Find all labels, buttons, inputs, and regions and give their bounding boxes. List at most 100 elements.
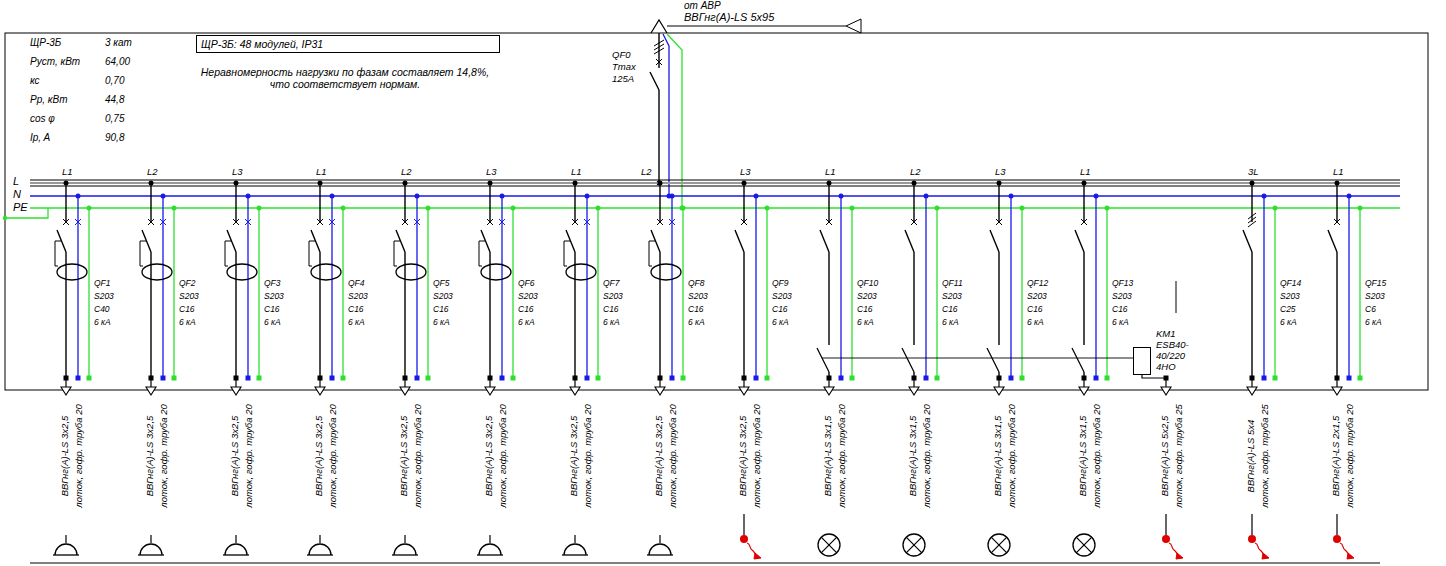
main-phase-wire bbox=[658, 90, 659, 183]
cable-type: ВВГнг(А)-LS 3х1,5 bbox=[908, 416, 919, 497]
rcd-trip-link bbox=[55, 241, 61, 266]
pole-mark bbox=[572, 219, 578, 225]
rcd-ring bbox=[396, 264, 426, 280]
cable-route: лоток, гофр. труба 20 bbox=[1345, 404, 1356, 507]
junction-dot bbox=[415, 194, 420, 199]
pe-wire bbox=[936, 208, 937, 378]
terminal bbox=[76, 376, 81, 381]
lamp-symbol bbox=[903, 534, 925, 556]
breaker-spec: QF10 bbox=[857, 279, 878, 289]
terminal bbox=[850, 376, 855, 381]
table-cell: кс bbox=[30, 75, 40, 87]
junction-dot bbox=[670, 194, 675, 199]
pe-wire bbox=[1106, 208, 1107, 378]
junction-dot bbox=[1335, 181, 1340, 186]
phase-wire bbox=[659, 183, 660, 222]
outlet-wire bbox=[404, 380, 405, 387]
junction-dot bbox=[681, 206, 686, 211]
phase-wire bbox=[743, 252, 744, 378]
breaker-spec: C16 bbox=[179, 305, 195, 315]
cable-route: лоток, гофр. труба 20 bbox=[244, 404, 255, 507]
pole-mark bbox=[572, 219, 578, 225]
pole-mark bbox=[233, 219, 239, 225]
phase-wire bbox=[404, 183, 405, 222]
load-wire bbox=[1165, 514, 1166, 535]
pole-mark bbox=[245, 219, 251, 225]
breaker-spec: QF8 bbox=[688, 279, 705, 289]
terminal bbox=[87, 376, 92, 381]
phase-label: L2 bbox=[147, 167, 158, 178]
main-breaker-label: QF0 bbox=[612, 50, 630, 61]
junction-dot bbox=[997, 181, 1002, 186]
table-cell: 64,00 bbox=[105, 56, 130, 68]
socket-symbol bbox=[140, 544, 162, 555]
pole-mark bbox=[329, 219, 335, 225]
socket-symbol bbox=[55, 544, 77, 555]
breaker-spec: QF13 bbox=[1112, 279, 1133, 289]
pole-mark bbox=[63, 219, 69, 225]
neutral-wire bbox=[586, 196, 587, 378]
lamp-symbol bbox=[821, 537, 837, 553]
breaker-spec: 6 кА bbox=[942, 318, 959, 328]
cable-outlet bbox=[655, 387, 665, 395]
junction-dot bbox=[341, 206, 346, 211]
phase-label: L2 bbox=[910, 167, 921, 178]
outlet-wire bbox=[1165, 380, 1166, 387]
breaker-spec: QF14 bbox=[1280, 279, 1301, 289]
junction-dot bbox=[246, 194, 251, 199]
neutral-wire bbox=[755, 196, 756, 378]
contactor-coil: KM1 ESB40-40/220 4НО bbox=[1133, 347, 1151, 375]
pole-mark bbox=[1334, 219, 1340, 225]
pole-mark bbox=[317, 219, 323, 225]
cable-outlet bbox=[315, 387, 325, 395]
terminal bbox=[341, 376, 346, 381]
rcd-ring bbox=[481, 264, 511, 280]
terminal bbox=[1347, 376, 1352, 381]
breaker-spec: 6 кА bbox=[264, 318, 281, 328]
pe-wire bbox=[851, 208, 852, 378]
terminal bbox=[257, 376, 262, 381]
terminal bbox=[1335, 376, 1340, 381]
pole-mark bbox=[584, 219, 590, 225]
neutral-wire bbox=[671, 196, 672, 378]
junction-dot bbox=[403, 181, 408, 186]
socket-symbol bbox=[309, 544, 331, 555]
breaker-spec: S203 bbox=[1027, 292, 1047, 302]
terminal bbox=[246, 376, 251, 381]
junction-dot bbox=[1009, 194, 1014, 199]
cable-route: лоток, гофр. труба 20 bbox=[498, 404, 509, 507]
leader-arrow bbox=[846, 19, 861, 33]
phase-label: L1 bbox=[1333, 167, 1344, 178]
feeder-source: от АВР bbox=[684, 0, 721, 12]
busbar-name: L bbox=[13, 175, 19, 188]
phase-label: L3 bbox=[232, 167, 243, 178]
table-cell: 90,8 bbox=[105, 132, 124, 144]
breaker-spec: QF3 bbox=[264, 279, 281, 289]
pe-wire bbox=[1359, 208, 1360, 378]
junction-dot bbox=[149, 181, 154, 186]
terminal bbox=[1164, 376, 1169, 381]
pole-mark bbox=[245, 219, 251, 225]
phase-wire bbox=[998, 183, 999, 222]
neutral-wire bbox=[162, 196, 163, 378]
pole-mark bbox=[826, 219, 832, 225]
junction-dot bbox=[1162, 535, 1170, 543]
lamp-symbol bbox=[906, 537, 922, 553]
junction-dot bbox=[3, 216, 7, 220]
breaker-spec: 6 кА bbox=[688, 318, 705, 328]
socket-symbol bbox=[562, 554, 588, 555]
neutral-wire bbox=[1348, 196, 1349, 378]
main-neutral-wire bbox=[663, 34, 669, 196]
lamp-symbol bbox=[818, 534, 840, 556]
main-breaker-label: Tmax bbox=[612, 62, 636, 73]
pole-mark bbox=[1081, 219, 1087, 225]
phase-wire bbox=[319, 252, 320, 378]
table-cell: 44,8 bbox=[105, 94, 124, 106]
cable-outlet bbox=[824, 387, 834, 395]
sheet-line bbox=[30, 563, 1380, 564]
phase-wire bbox=[1083, 252, 1084, 345]
phase-wire bbox=[319, 183, 320, 222]
outlet-wire bbox=[319, 380, 320, 387]
phase-wire bbox=[998, 252, 999, 345]
pole-mark bbox=[414, 219, 420, 225]
